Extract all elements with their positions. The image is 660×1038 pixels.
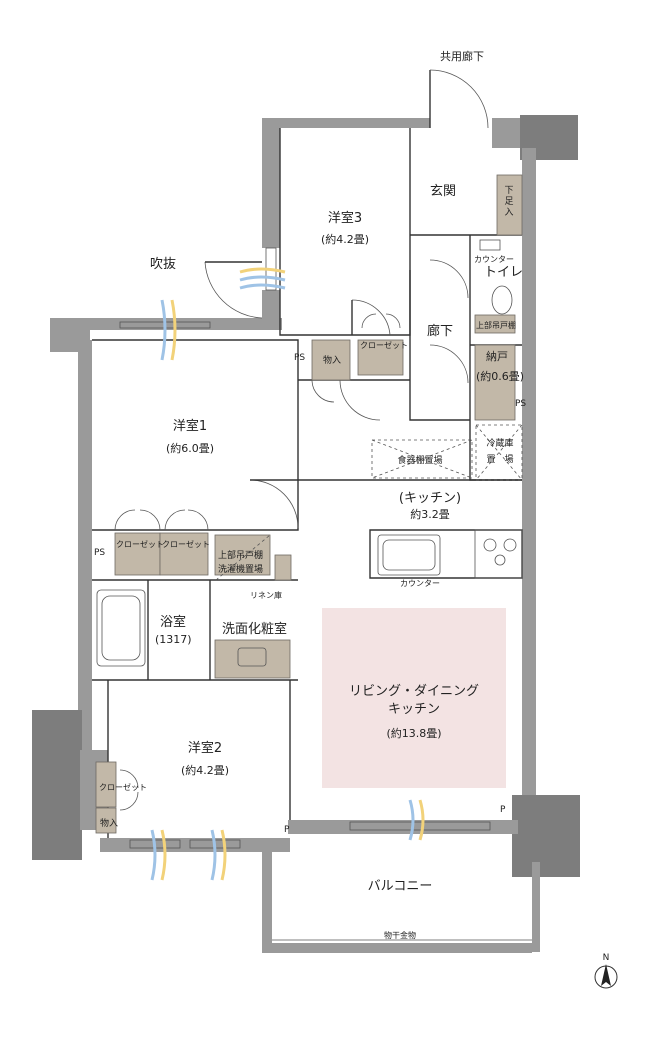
label-entrance: 玄関 [430, 184, 456, 199]
label-upper-cabinet: 上部吊戸棚 [218, 549, 263, 561]
north-arrow-icon [594, 964, 618, 989]
label-kitchen-size: 約3.2畳 [410, 507, 450, 521]
label-bath-size: (1317) [155, 633, 192, 646]
label-void: 吹抜 [150, 256, 176, 272]
label-ps-1: PS [515, 399, 526, 409]
label-washer: 洗濯機置場 [218, 563, 263, 575]
label-closet-a: クローゼット [116, 539, 164, 549]
storage-fixtures [95, 174, 523, 834]
airflow-indicators [150, 267, 425, 881]
label-closet-room: 納戸 [486, 350, 508, 363]
label-closet-room-size: (約0.6畳) [476, 369, 524, 383]
label-toilet: トイレ [484, 265, 523, 280]
label-washroom: 洗面化粧室 [222, 621, 287, 637]
dashed-zones [215, 424, 523, 581]
label-upper-cabinet-toilet: 上部吊戸棚 [476, 320, 516, 330]
exterior-walls [32, 115, 580, 953]
label-laundry-pole: 物干金物 [384, 930, 416, 940]
label-balcony: バルコニー [368, 879, 433, 894]
label-ldk-size: (約13.8畳) [386, 726, 441, 740]
label-counter-kitchen: カウンター [400, 579, 440, 588]
ldk-highlight [322, 608, 506, 788]
label-room2: 洋室2 [188, 740, 222, 756]
label-fridge-2: 置 場 [486, 453, 513, 465]
label-ldk-1: リビング・ダイニング [349, 684, 479, 699]
label-room3-size: (約4.2畳) [321, 232, 369, 246]
label-north: N [603, 953, 610, 963]
label-ldk-2: キッチン [388, 702, 440, 717]
label-counter-toilet: カウンター [474, 255, 514, 264]
label-kitchen: (キッチン) [399, 491, 461, 506]
label-hall: 廊下 [427, 323, 453, 339]
label-closet-b: クローゼット [162, 539, 210, 549]
label-ps-3: PS [94, 548, 105, 558]
label-p-1: P [284, 825, 290, 835]
label-p-2: P [500, 805, 506, 815]
label-ps-2: PS [294, 353, 305, 363]
label-closet-room3: クローゼット [360, 340, 408, 350]
label-bath: 浴室 [160, 614, 186, 630]
label-common-corridor: 共用廊下 [440, 49, 484, 63]
label-room3: 洋室3 [328, 210, 362, 226]
label-room2-size: (約4.2畳) [181, 763, 229, 777]
doors [114, 69, 489, 811]
label-room1-size: (約6.0畳) [166, 441, 214, 455]
label-dish-rack: 食器棚置場 [397, 454, 442, 466]
label-room1: 洋室1 [173, 418, 207, 434]
label-storage-room2: 物入 [100, 817, 118, 829]
label-fridge-1: 冷蔵庫 [486, 437, 513, 449]
label-linen: リネン庫 [250, 590, 282, 600]
room-labels: 共用廊下 玄関 下足入 カウンター トイレ 上部吊戸棚 廊下 納戸 (約0.6畳… [94, 49, 609, 963]
label-closet-room2: クローゼット [99, 782, 147, 792]
label-storage-small: 物入 [323, 354, 341, 366]
label-shoe-storage: 下足入 [504, 186, 513, 218]
